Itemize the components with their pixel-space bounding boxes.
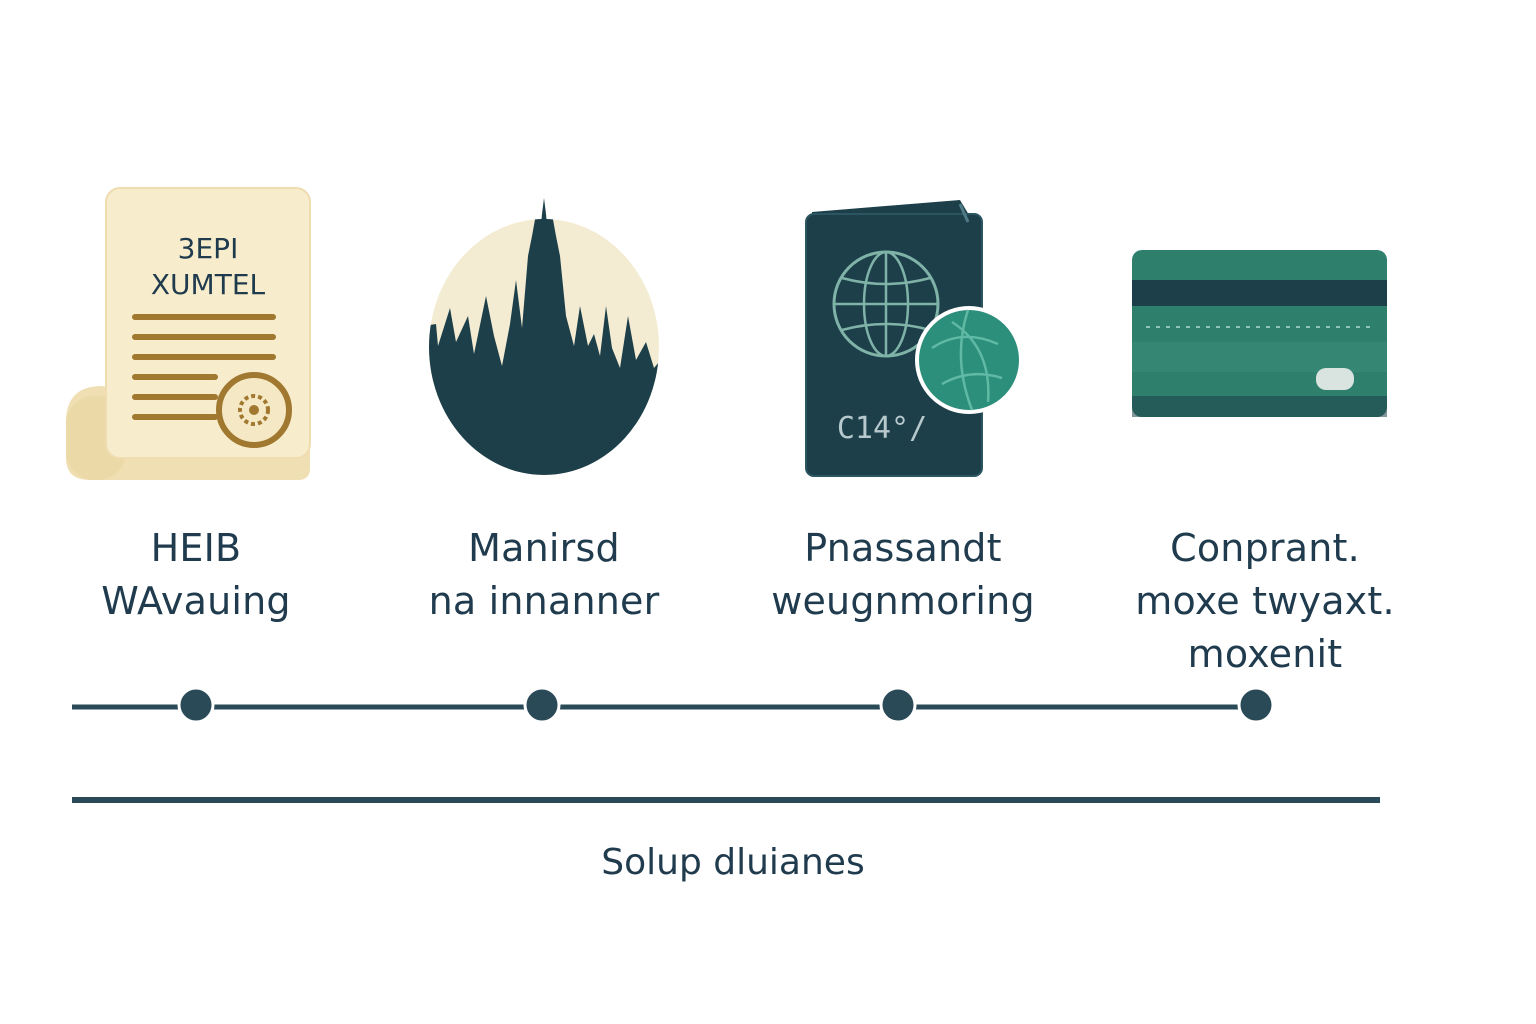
- step-label-3: Pnassandt weugnmoring: [744, 522, 1062, 628]
- step-label-4-line-1: Conprant.: [1170, 526, 1360, 570]
- credit-card-icon: [1132, 250, 1388, 418]
- step-label-2-line-2: na innanner: [428, 579, 660, 623]
- footer-label: Solup dluianes: [601, 842, 865, 883]
- document-text-line2: XUMTEL: [151, 268, 266, 301]
- document-text-line1: 3EPI: [178, 232, 239, 265]
- step-label-2-line-1: Manirsd: [468, 526, 620, 570]
- timeline-node-1: [177, 686, 215, 724]
- step-label-1-line-2: WAvauing: [101, 579, 291, 623]
- step-label-1: HEIB WAvauing: [62, 522, 330, 628]
- step-label-3-line-2: weugnmoring: [771, 579, 1035, 623]
- timeline-node-4: [1237, 686, 1275, 724]
- step-label-1-line-1: HEIB: [150, 526, 242, 570]
- city-skyline-icon: [424, 196, 664, 480]
- passport-code-text: C14°/: [837, 411, 927, 446]
- timeline-node-2: [523, 686, 561, 724]
- passport-globe-icon: C14°/: [802, 198, 1026, 478]
- document-certificate-icon: 3EPI XUMTEL: [62, 186, 314, 484]
- step-label-4-line-2: moxe twyaxt.: [1135, 579, 1395, 623]
- step-label-4-line-3: moxenit: [1187, 632, 1343, 676]
- step-label-2: Manirsd na innanner: [400, 522, 688, 628]
- timeline-node-3: [879, 686, 917, 724]
- step-label-4: Conprant. moxe twyaxt. moxenit: [1110, 522, 1420, 681]
- step-label-3-line-1: Pnassandt: [804, 526, 1002, 570]
